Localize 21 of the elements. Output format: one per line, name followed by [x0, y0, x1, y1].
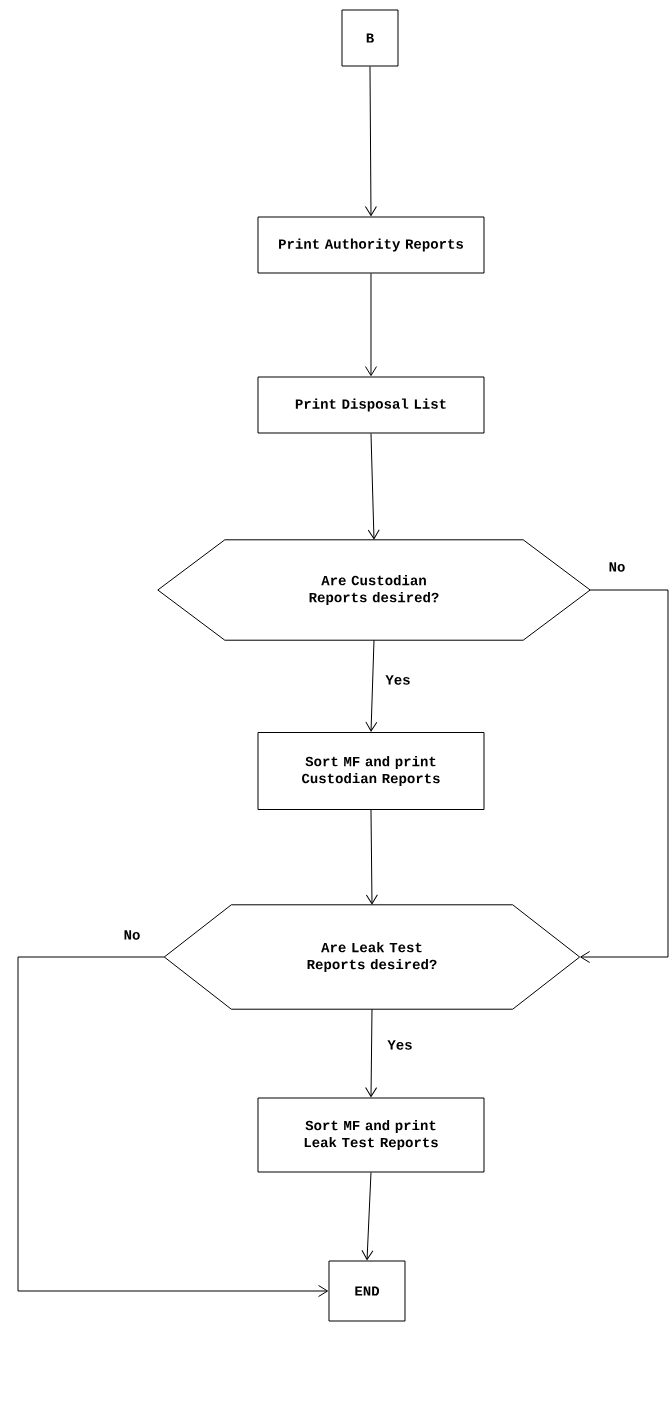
arrow — [17, 956, 329, 1297]
arrow — [365, 273, 377, 377]
edge-label: Yes — [386, 1039, 414, 1051]
edge-label: No — [122, 929, 142, 941]
arrow — [361, 1172, 374, 1261]
arrow — [367, 433, 380, 540]
process-box: Sort MF and print Custodian Reports — [257, 732, 485, 810]
arrow — [580, 589, 669, 963]
edge-label: Yes — [384, 674, 412, 686]
process-box: Sort MF and print Leak Test Reports — [257, 1097, 485, 1173]
process-box: Print Disposal List — [257, 376, 485, 434]
decision-hexagon: Are Custodian Reports desired? — [157, 539, 591, 641]
process-box: Print Authority Reports — [257, 216, 485, 274]
process-box: END — [328, 1260, 406, 1322]
arrow — [365, 639, 378, 732]
arrow — [365, 809, 378, 905]
arrow — [365, 1008, 378, 1098]
arrow — [364, 66, 377, 217]
decision-hexagon: Are Leak Test Reports desired? — [163, 904, 581, 1010]
edge-label: No — [607, 561, 627, 573]
process-box: B — [341, 9, 399, 67]
